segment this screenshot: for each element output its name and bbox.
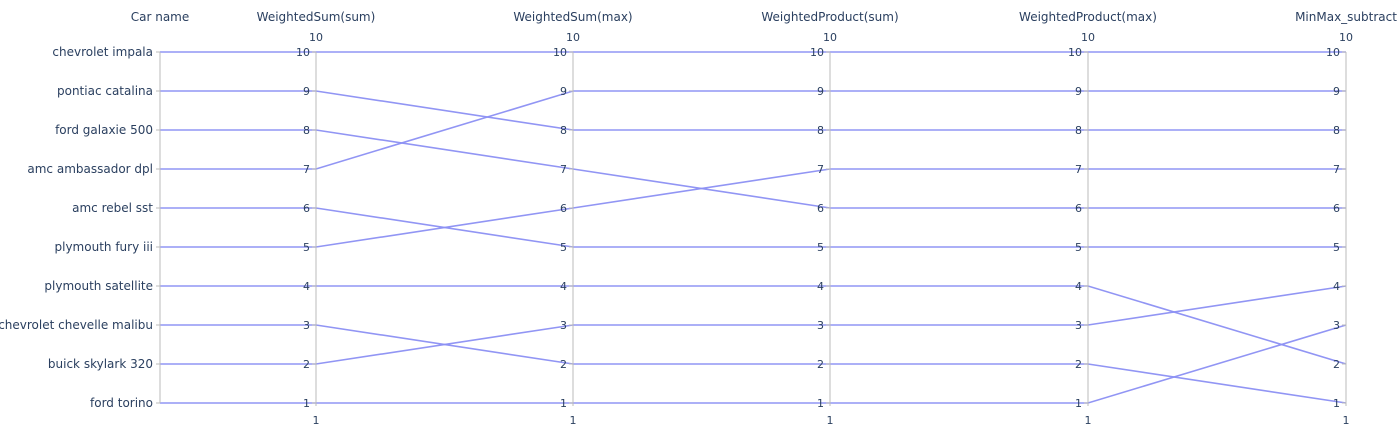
axis-tick-label: 8 xyxy=(817,124,824,137)
axis-range-max-label: 10 xyxy=(823,31,837,44)
record-line xyxy=(160,285,1347,365)
axis-tick-label: 5 xyxy=(303,241,310,254)
axis-tick-label: 3 xyxy=(303,319,310,332)
axis-tick-label: 9 xyxy=(1333,85,1340,98)
axis-tick-label: 4 xyxy=(1075,280,1082,293)
axis-tick-label: 4 xyxy=(1333,280,1340,293)
axis-tick-label: 1 xyxy=(1333,397,1340,410)
axis-tick-label: 9 xyxy=(303,85,310,98)
axis-1: WeightedSum(sum) 10 11 2 3 4 5 6 7 8 9 10 xyxy=(257,10,376,427)
axis-tick-label: 10 xyxy=(1326,46,1340,59)
car-name-axis: Car name chevrolet impala pontiac catalin… xyxy=(0,10,189,410)
car-name-label: ford galaxie 500 xyxy=(55,123,153,137)
axis-tick-label: 4 xyxy=(817,280,824,293)
axis-tick-label: 6 xyxy=(303,202,310,215)
axis-tick-label: 2 xyxy=(817,358,824,371)
axis-tick-label: 3 xyxy=(560,319,567,332)
axis-tick-label: 6 xyxy=(817,202,824,215)
car-name-label: chevrolet chevelle malibu xyxy=(0,318,153,332)
axis-title: MinMax_subtract xyxy=(1295,10,1397,24)
car-name-label: amc ambassador dpl xyxy=(27,162,153,176)
axis-tick-label: 10 xyxy=(553,46,567,59)
car-name-label: pontiac catalina xyxy=(57,84,153,98)
axis-tick-label: 1 xyxy=(303,397,310,410)
axis-range-max-label: 10 xyxy=(1081,31,1095,44)
axis-tick-label: 2 xyxy=(1333,358,1340,371)
axis-tick-label: 7 xyxy=(303,163,310,176)
axis-tick-label: 9 xyxy=(817,85,824,98)
axis-tick-label: 3 xyxy=(1333,319,1340,332)
axis-tick-label: 3 xyxy=(1075,319,1082,332)
axis-tick-label: 2 xyxy=(303,358,310,371)
car-name-label: amc rebel sst xyxy=(72,201,153,215)
axis-range-min-label: 1 xyxy=(1343,414,1350,427)
axis-tick-label: 6 xyxy=(1075,202,1082,215)
axis-tick-label: 5 xyxy=(1333,241,1340,254)
axis-2: WeightedSum(max) 10 11 2 3 4 5 6 7 8 9 10 xyxy=(513,10,632,427)
axis-title: WeightedSum(max) xyxy=(513,10,632,24)
axis-tick-label: 8 xyxy=(303,124,310,137)
axis-tick-label: 5 xyxy=(560,241,567,254)
axis-tick-label: 1 xyxy=(560,397,567,410)
axis-range-max-label: 10 xyxy=(566,31,580,44)
record-line xyxy=(160,90,1346,131)
axis-tick-label: 7 xyxy=(1333,163,1340,176)
record-line xyxy=(160,324,1347,404)
car-name-label: plymouth satellite xyxy=(44,279,153,293)
axis-range-min-label: 1 xyxy=(570,414,577,427)
axis-range-min-label: 1 xyxy=(1085,414,1092,427)
car-name-label: ford torino xyxy=(90,396,153,410)
axis-range-max-label: 10 xyxy=(309,31,323,44)
axis-5: MinMax_subtract 10 11 2 3 4 5 6 7 8 9 10 xyxy=(1295,10,1397,427)
record-line xyxy=(160,90,1346,170)
axis-tick-label: 7 xyxy=(560,163,567,176)
axis-tick-label: 2 xyxy=(560,358,567,371)
axis-tick-label: 1 xyxy=(1075,397,1082,410)
axis-tick-label: 10 xyxy=(296,46,310,59)
axis-tick-label: 10 xyxy=(1068,46,1082,59)
axis-range-min-label: 1 xyxy=(313,414,320,427)
axis-tick-label: 5 xyxy=(1075,241,1082,254)
axis-tick-label: 5 xyxy=(817,241,824,254)
axis-tick-label: 9 xyxy=(1075,85,1082,98)
axes: WeightedSum(sum)10112345678910WeightedSu… xyxy=(257,10,1398,427)
car-name-label: buick skylark 320 xyxy=(48,357,153,371)
record-line xyxy=(160,168,1346,248)
axis-tick-label: 7 xyxy=(1075,163,1082,176)
axis-tick-label: 10 xyxy=(810,46,824,59)
car-name-label: chevrolet impala xyxy=(52,45,153,59)
axis-tick-label: 6 xyxy=(1333,202,1340,215)
car-name-label: plymouth fury iii xyxy=(55,240,154,254)
axis-4: WeightedProduct(max) 10 11 2 3 4 5 6 7 8 9 10 xyxy=(1019,10,1157,427)
axis-tick-label: 8 xyxy=(1075,124,1082,137)
axis-tick-label: 4 xyxy=(560,280,567,293)
axis-tick-label: 4 xyxy=(303,280,310,293)
record-lines xyxy=(160,51,1347,404)
axis-3: WeightedProduct(sum) 10 11 2 3 4 5 6 7 8 9 10 xyxy=(761,10,898,427)
axis-tick-label: 1 xyxy=(817,397,824,410)
axis-tick-label: 8 xyxy=(1333,124,1340,137)
axis-tick-label: 6 xyxy=(560,202,567,215)
axis-tick-label: 2 xyxy=(1075,358,1082,371)
record-line xyxy=(160,285,1347,365)
axis-tick-label: 7 xyxy=(817,163,824,176)
axis-range-min-label: 1 xyxy=(827,414,834,427)
axis-range-max-label: 10 xyxy=(1339,31,1353,44)
record-line xyxy=(160,324,1347,404)
axis-tick-label: 9 xyxy=(560,85,567,98)
car-name-axis-title: Car name xyxy=(131,10,190,24)
axis-title: WeightedProduct(max) xyxy=(1019,10,1157,24)
record-line xyxy=(160,207,1346,248)
axis-title: WeightedProduct(sum) xyxy=(761,10,898,24)
axis-tick-label: 8 xyxy=(560,124,567,137)
axis-tick-label: 3 xyxy=(817,319,824,332)
axis-title: WeightedSum(sum) xyxy=(257,10,376,24)
